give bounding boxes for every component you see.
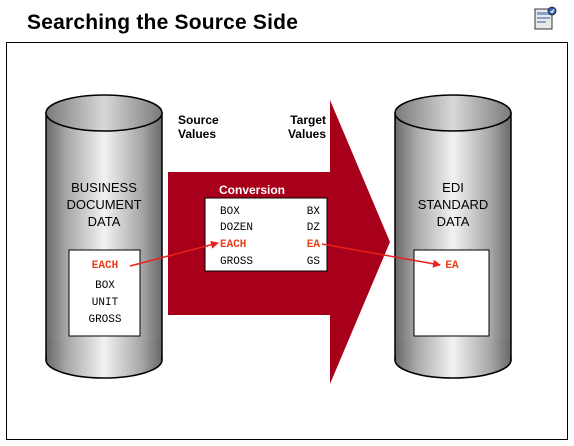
right-label-line-1: EDI	[442, 180, 464, 195]
conversion-source-2: DOZEN	[220, 222, 253, 234]
left-value-gross: GROSS	[88, 314, 121, 326]
left-value-each: EACH	[92, 260, 118, 272]
slide-frame	[6, 42, 568, 440]
title-divider	[6, 42, 568, 43]
right-value-ea: EA	[445, 260, 459, 272]
left-label-line-1: BUSINESS	[71, 180, 137, 195]
right-label-line-2: STANDARD	[418, 197, 489, 212]
conversion-title: Conversion	[219, 183, 285, 197]
source-header-line-1: Source	[178, 113, 219, 127]
source-header-line-2: Values	[178, 127, 216, 141]
left-values-box	[68, 249, 141, 337]
left-label-line-2: DOCUMENT	[66, 197, 141, 212]
page-title: Searching the Source Side	[27, 11, 299, 34]
left-value-unit: UNIT	[92, 297, 119, 309]
conversion-source-1: BOX	[220, 206, 240, 218]
left-value-box: BOX	[95, 280, 115, 292]
conversion-target-1: BX	[307, 206, 321, 218]
conversion-target-4: GS	[307, 256, 321, 268]
target-header-line-2: Values	[288, 127, 326, 141]
conversion-target-2: DZ	[307, 222, 321, 234]
right-label-line-3: DATA	[437, 214, 470, 229]
conversion-source-4: GROSS	[220, 256, 253, 268]
conversion-source-3: EACH	[220, 239, 246, 251]
source-lookup-arrow	[129, 240, 219, 267]
right-values-box	[413, 249, 490, 337]
title-bar: Searching the Source Side	[6, 0, 568, 45]
document-lookup-icon[interactable]	[534, 6, 558, 30]
target-header-line-1: Target	[290, 113, 326, 127]
conversion-target-3: EA	[307, 239, 321, 251]
target-output-arrow	[321, 243, 441, 268]
left-label-line-3: DATA	[88, 214, 121, 229]
business-document-cylinder	[45, 94, 163, 379]
conversion-table	[204, 197, 328, 272]
